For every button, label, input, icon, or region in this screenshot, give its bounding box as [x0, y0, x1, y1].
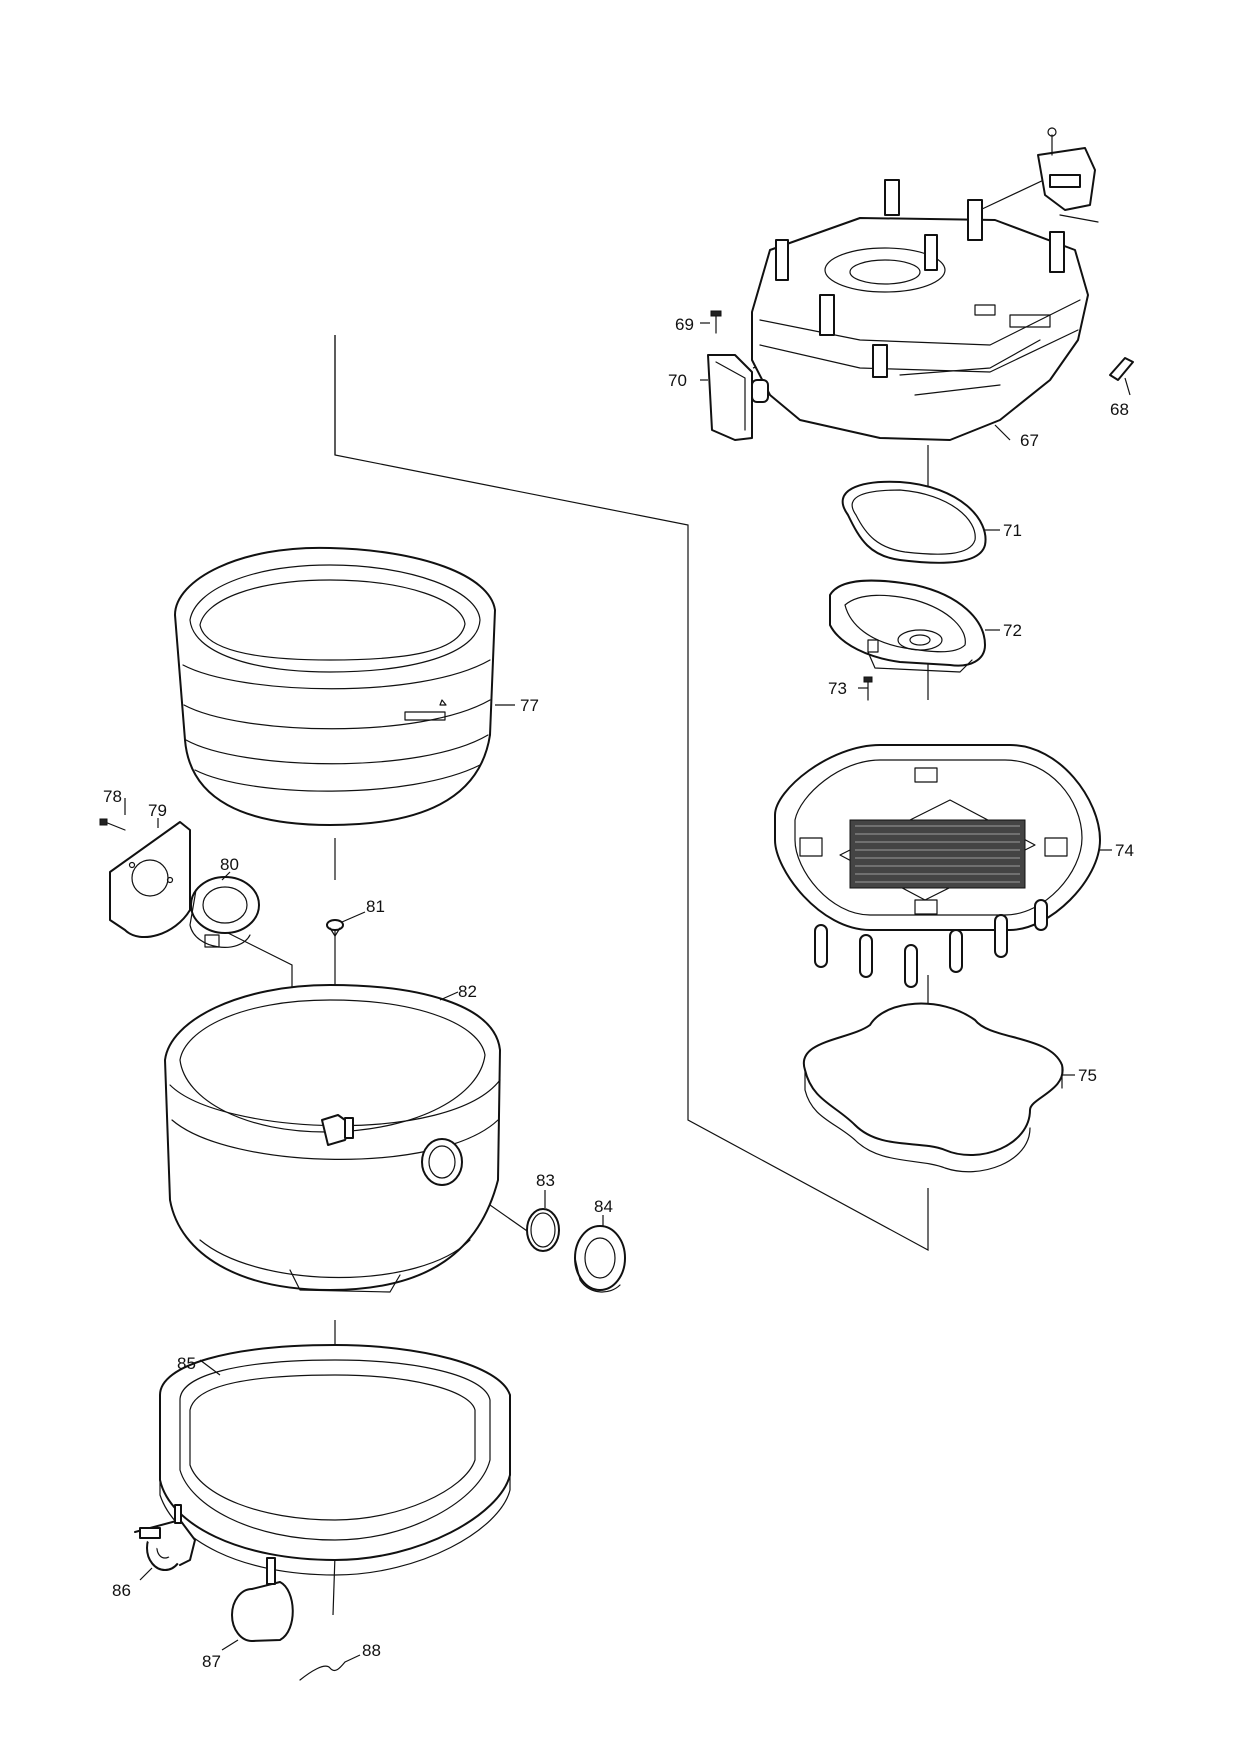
callout-79: 79 [148, 801, 167, 820]
part-79-plate [109, 821, 191, 939]
callout-70: 70 [668, 371, 687, 390]
part-85-base-ring [159, 1344, 511, 1576]
part-74-filter-cage [774, 744, 1101, 988]
part-72-filter-holder [829, 579, 986, 673]
part-83-o-ring [526, 1208, 560, 1252]
part-80-hose-inlet [189, 876, 260, 948]
callout-88: 88 [362, 1641, 381, 1660]
callout-85: 85 [177, 1354, 196, 1373]
callout-77: 77 [520, 696, 539, 715]
callout-68: 68 [1110, 400, 1129, 419]
part-84-ring-nut [574, 1225, 626, 1293]
part-67-head-housing [751, 127, 1099, 441]
callout-78: 78 [103, 787, 122, 806]
callout-73: 73 [828, 679, 847, 698]
callout-labels: 67 68 69 70 71 72 73 74 75 77 78 79 80 8… [103, 315, 1134, 1671]
part-73-screw [863, 676, 873, 701]
part-88-pin [299, 1661, 346, 1681]
part-81-cap [326, 919, 344, 937]
callout-87: 87 [202, 1652, 221, 1671]
callout-67: 67 [1020, 431, 1039, 450]
callout-84: 84 [594, 1197, 613, 1216]
part-77-filter-basket [174, 546, 496, 826]
part-87-wheel [231, 1557, 294, 1642]
part-86-caster [134, 1504, 196, 1571]
part-75-foam-pad [802, 1002, 1064, 1173]
callout-75: 75 [1078, 1066, 1097, 1085]
callout-80: 80 [220, 855, 239, 874]
callout-71: 71 [1003, 521, 1022, 540]
callout-83: 83 [536, 1171, 555, 1190]
callout-leaders [124, 322, 1131, 1663]
callout-82: 82 [458, 982, 477, 1001]
filter-grid [849, 819, 1026, 889]
part-82-tank [164, 984, 501, 1293]
part-70-latch [707, 354, 769, 441]
part-78-screw [99, 818, 126, 831]
callout-86: 86 [112, 1581, 131, 1600]
part-68-clip [1109, 357, 1134, 381]
part-71-gasket [841, 480, 987, 564]
callout-72: 72 [1003, 621, 1022, 640]
callout-69: 69 [675, 315, 694, 334]
callout-74: 74 [1115, 841, 1134, 860]
part-69-screw [710, 310, 722, 334]
callout-81: 81 [366, 897, 385, 916]
